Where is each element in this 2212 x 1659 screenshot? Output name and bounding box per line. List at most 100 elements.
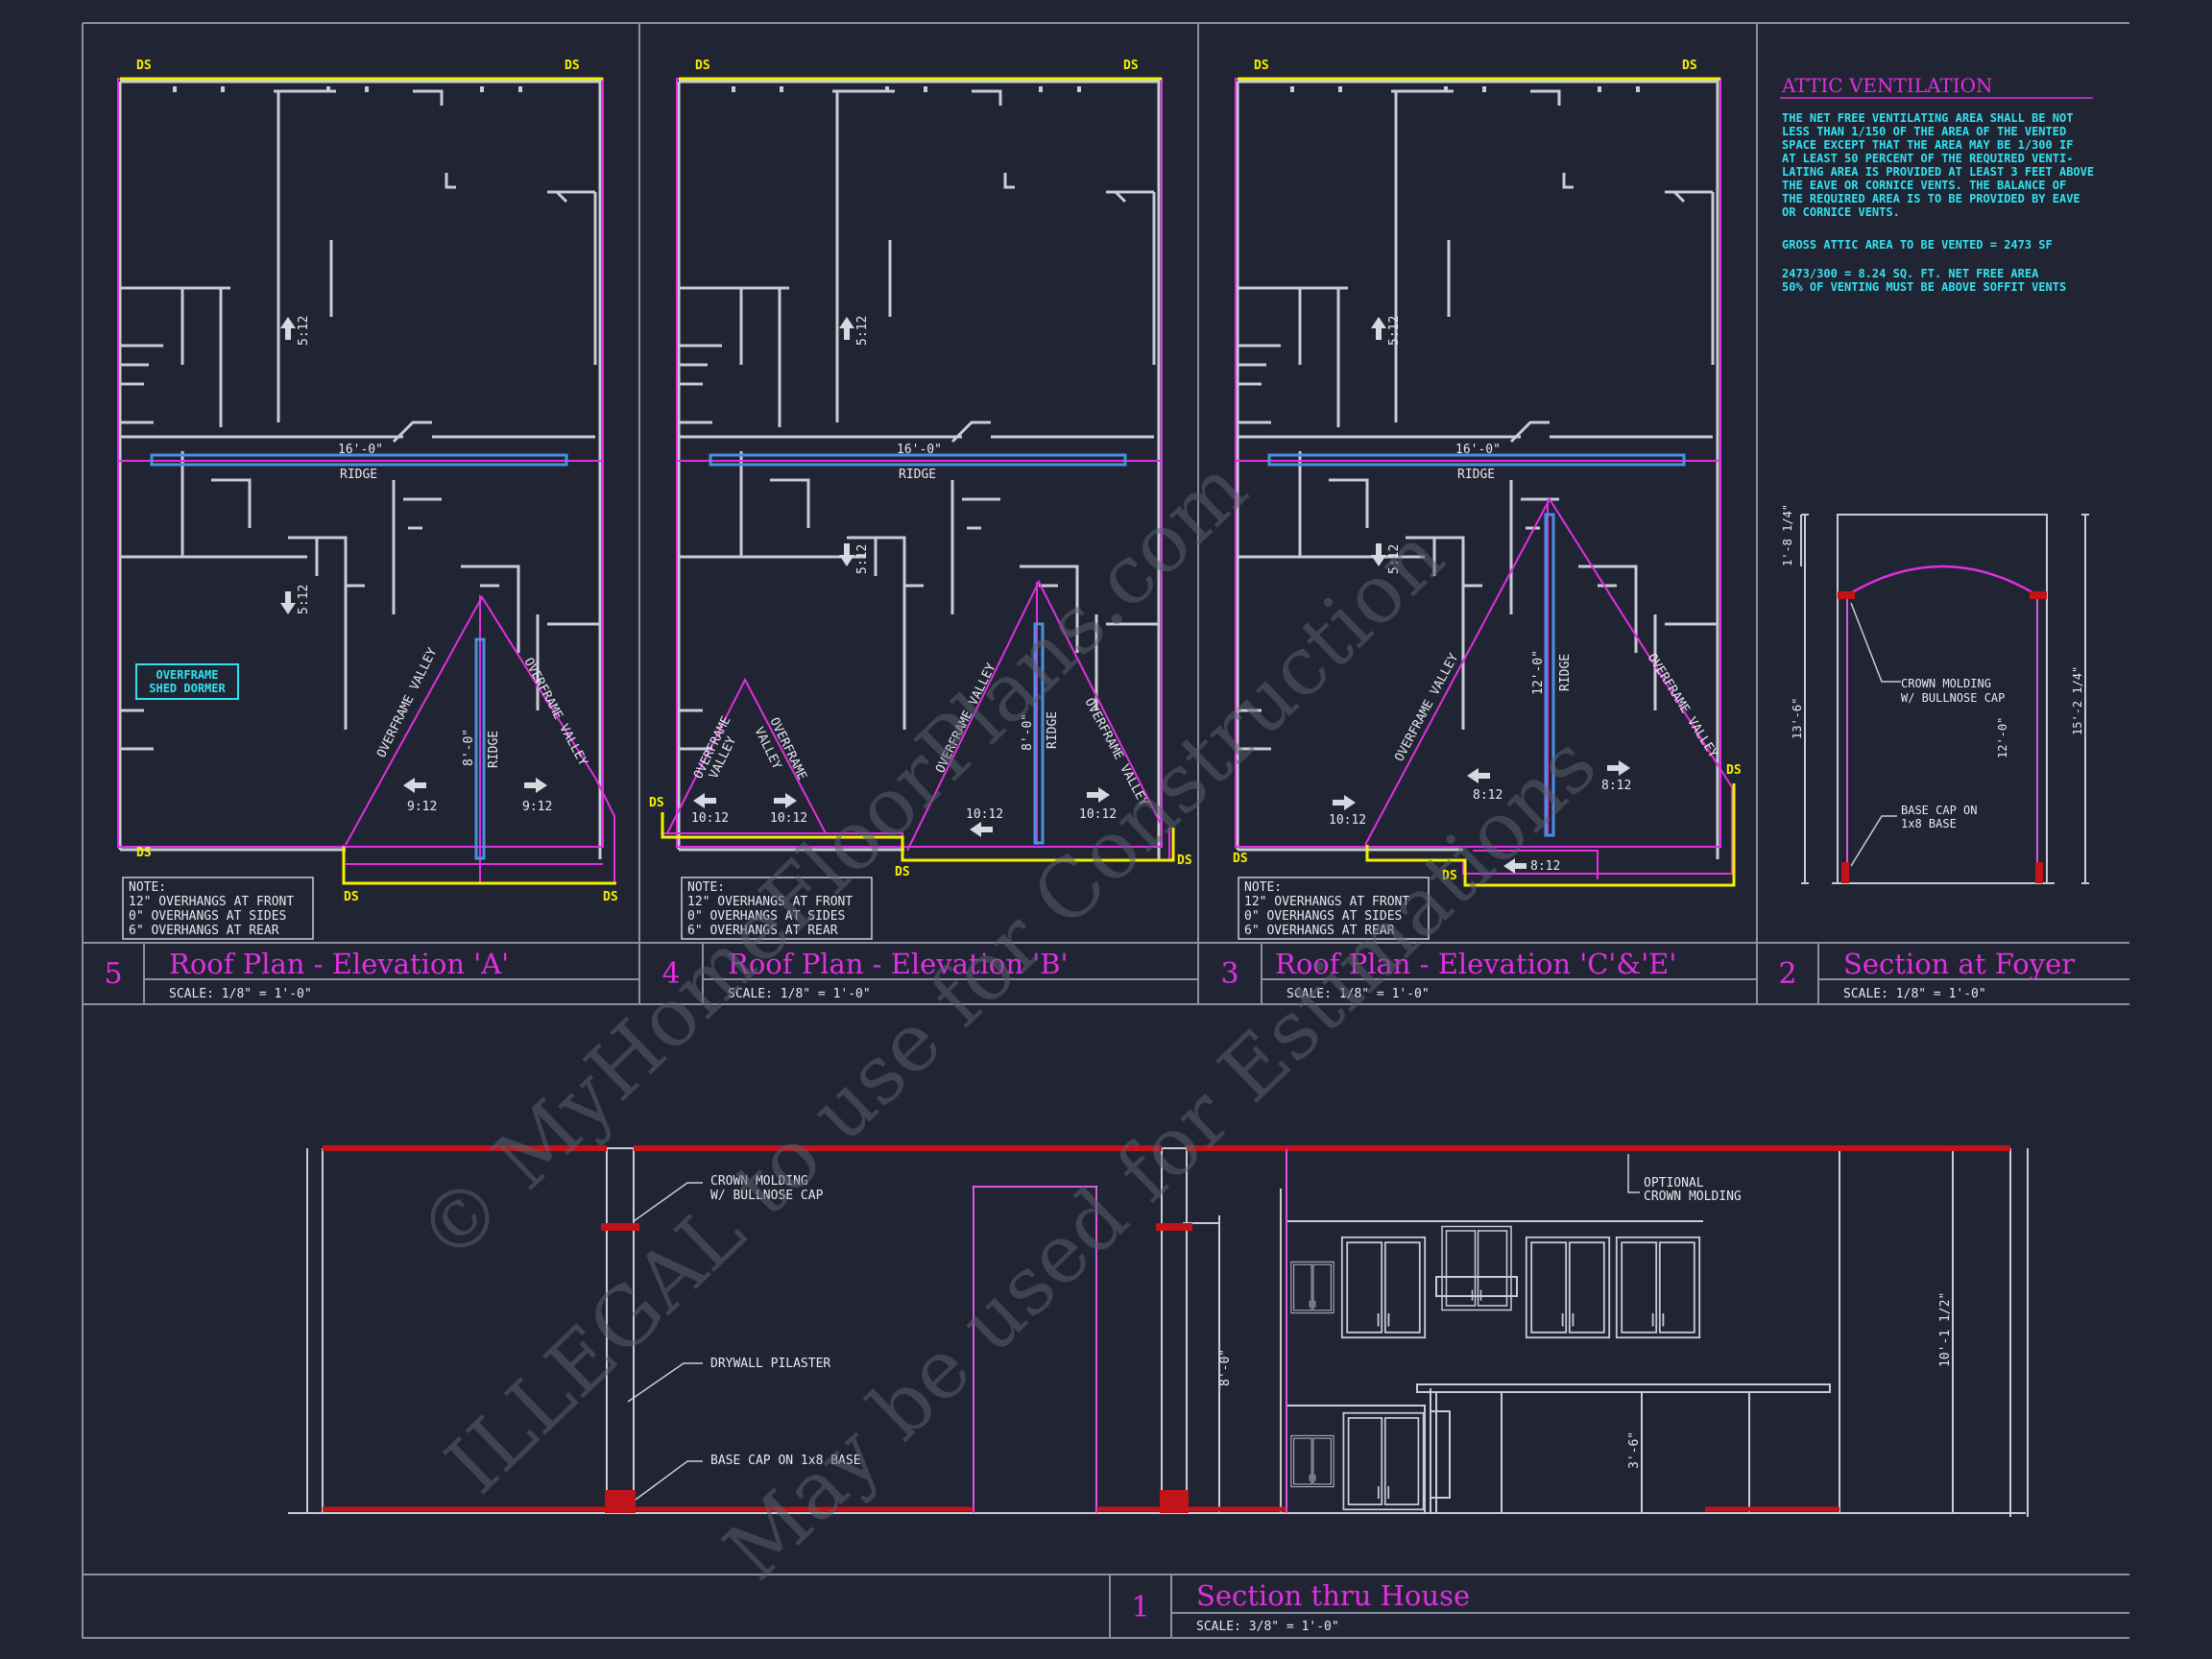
svg-text:NOTE:: NOTE: (687, 880, 725, 895)
svg-text:0" OVERHANGS AT SIDES: 0" OVERHANGS AT SIDES (1244, 909, 1402, 924)
downspout-label: DS (1726, 763, 1742, 778)
svg-text:THE EAVE OR CORNICE VENTS. TH: THE EAVE OR CORNICE VENTS. THE BALANCE O… (1782, 179, 2066, 192)
drawing-scale: SCALE: 1/8" = 1'-0" (1286, 987, 1430, 1001)
downspout-label: DS (565, 59, 580, 73)
attic-heading: ATTIC VENTILATION (1781, 74, 1993, 97)
valley-label: OVERFRAME VALLEY (374, 645, 440, 759)
downspout-label: DS (695, 59, 710, 73)
ridge-dimension: 16'-0" (897, 443, 942, 457)
svg-text:0" OVERHANGS AT SIDES: 0" OVERHANGS AT SIDES (687, 909, 845, 924)
slope-label: 5:12 (855, 544, 870, 574)
pitch-label: 9:12 (522, 800, 552, 814)
pitch-label: 10:12 (770, 811, 807, 826)
slope-label: 5:12 (1387, 316, 1402, 346)
section-at-foyer: CROWN MOLDING W/ BULLNOSE CAP BASE CAP O… (1781, 504, 2089, 884)
crown-molding-note: CROWN MOLDING (1901, 677, 1991, 690)
downspout-label: DS (1254, 59, 1269, 73)
slope-label: 5:12 (855, 316, 870, 346)
overhang-note: NOTE: 12" OVERHANGS AT FRONT 0" OVERHANG… (681, 877, 873, 940)
title-block-2: 2 Section at Foyer SCALE: 1/8" = 1'-0" (1778, 948, 2075, 1001)
crown-molding-note: W/ BULLNOSE CAP (710, 1189, 824, 1203)
dimension-label: 13'-6" (1791, 698, 1804, 739)
dimension-label: 3'-6" (1627, 1431, 1642, 1469)
drawing-title: Section thru House (1196, 1579, 1470, 1612)
downspout-label: DS (1177, 854, 1192, 868)
downspout-label: DS (1233, 852, 1248, 866)
attic-ventilation-notes: ATTIC VENTILATION THE NET FREE VENTILATI… (1780, 74, 2094, 294)
svg-text:2473/300 = 8.24 SQ. FT. NET FR: 2473/300 = 8.24 SQ. FT. NET FREE AREA (1782, 267, 2039, 280)
pitch-label: 9:12 (407, 800, 437, 814)
svg-text:12" OVERHANGS AT FRONT: 12" OVERHANGS AT FRONT (129, 895, 294, 909)
dimension-label: 8'-0" (462, 729, 476, 766)
ridge-dimension: 16'-0" (338, 443, 383, 457)
svg-text:AT LEAST 50 PERCENT OF THE REQ: AT LEAST 50 PERCENT OF THE REQUIRED VENT… (1782, 152, 2073, 165)
svg-text:12" OVERHANGS AT FRONT: 12" OVERHANGS AT FRONT (1244, 895, 1409, 909)
drawing-number: 5 (104, 957, 122, 991)
sheet-frame (82, 22, 2129, 1639)
dimension-label: 12'-0" (1996, 717, 2009, 758)
title-block-1: 1 Section thru House SCALE: 3/8" = 1'-0" (1131, 1579, 1470, 1634)
pilaster-note: DRYWALL PILASTER (710, 1357, 830, 1371)
dimension-label: 8'-0" (1218, 1349, 1233, 1386)
drawing-scale: SCALE: 1/8" = 1'-0" (728, 987, 871, 1001)
valley-label: OVERFRAME VALLEY (1392, 651, 1461, 764)
ridge-label: RIDGE (899, 468, 936, 482)
downspout-label: DS (649, 796, 664, 810)
crown-molding-note: CROWN MOLDING (710, 1174, 808, 1189)
downspout-label: DS (603, 890, 618, 904)
drawing-number: 3 (1220, 957, 1238, 991)
pitch-label: 10:12 (966, 807, 1003, 822)
svg-text:SPACE EXCEPT THAT THE AREA MAY: SPACE EXCEPT THAT THE AREA MAY BE 1/300 … (1782, 138, 2073, 152)
roof-plan-elevation-a: DS DS DS DS DS 16'-0" RIDGE 5:12 5:12 OV… (117, 59, 618, 940)
svg-text:OR CORNICE VENTS.: OR CORNICE VENTS. (1782, 205, 1900, 219)
dimension-label: 8'-0" (1021, 713, 1035, 751)
svg-text:6" OVERHANGS AT REAR: 6" OVERHANGS AT REAR (1244, 924, 1395, 938)
svg-text:SHED DORMER: SHED DORMER (149, 682, 226, 695)
overhang-note: NOTE: 12" OVERHANGS AT FRONT 0" OVERHANG… (1238, 877, 1430, 940)
downspout-label: DS (895, 865, 910, 879)
drawing-scale: SCALE: 1/8" = 1'-0" (169, 987, 312, 1001)
optional-crown-note: OPTIONAL (1644, 1176, 1704, 1190)
dimension-label: 10'-1 1/2" (1938, 1292, 1953, 1367)
dimension-label: 12'-0" (1531, 650, 1546, 695)
title-block-3: 3 Roof Plan - Elevation 'C'&'E' SCALE: 1… (1220, 948, 1676, 1001)
title-block-5: 5 Roof Plan - Elevation 'A' SCALE: 1/8" … (104, 948, 509, 1001)
dimension-label: 15'-2 1/4" (2071, 666, 2084, 735)
ridge-label: RIDGE (1046, 711, 1060, 749)
drawing-scale: SCALE: 1/8" = 1'-0" (1843, 987, 1986, 1001)
drawing-title: Roof Plan - Elevation 'C'&'E' (1275, 948, 1676, 980)
pitch-label: 8:12 (1473, 788, 1503, 803)
ridge-label: RIDGE (340, 468, 377, 482)
pitch-label: 8:12 (1530, 859, 1560, 874)
ridge-dimension: 16'-0" (1455, 443, 1501, 457)
svg-text:12" OVERHANGS AT FRONT: 12" OVERHANGS AT FRONT (687, 895, 853, 909)
drawing-number: 2 (1778, 957, 1796, 991)
section-thru-house: CROWN MOLDING W/ BULLNOSE CAP DRYWALL PI… (288, 1145, 2029, 1517)
slope-label: 5:12 (1387, 544, 1402, 574)
crown-molding-note: W/ BULLNOSE CAP (1901, 691, 2005, 705)
downspout-label: DS (1442, 869, 1457, 883)
downspout-label: DS (1682, 59, 1697, 73)
svg-text:OVERFRAME: OVERFRAME (156, 668, 218, 682)
svg-text:6" OVERHANGS AT REAR: 6" OVERHANGS AT REAR (687, 924, 838, 938)
valley-label: OVERFRAME VALLEY (520, 656, 589, 769)
svg-text:THE REQUIRED AREA IS TO BE PRO: THE REQUIRED AREA IS TO BE PROVIDED BY E… (1782, 192, 2080, 205)
base-cap-note: BASE CAP ON (1901, 804, 1977, 817)
drawing-number: 4 (661, 957, 680, 991)
svg-text:NOTE:: NOTE: (1244, 880, 1282, 895)
slope-label: 5:12 (297, 316, 311, 346)
svg-text:LESS THAN 1/150 OF THE AREA OF: LESS THAN 1/150 OF THE AREA OF THE VENTE… (1782, 125, 2066, 138)
base-cap-note: BASE CAP ON 1x8 BASE (710, 1454, 861, 1468)
drawing-scale: SCALE: 3/8" = 1'-0" (1196, 1620, 1339, 1634)
drawing-number: 1 (1131, 1591, 1149, 1624)
shed-dormer-callout: OVERFRAME SHED DORMER (135, 663, 239, 700)
svg-text:LATING AREA IS PROVIDED AT LEA: LATING AREA IS PROVIDED AT LEAST 3 FEET … (1782, 165, 2094, 179)
ridge-label: RIDGE (487, 731, 501, 768)
optional-crown-note: CROWN MOLDING (1644, 1190, 1742, 1204)
downspout-label: DS (136, 59, 152, 73)
svg-text:THE NET FREE VENTILATING AREA: THE NET FREE VENTILATING AREA SHALL BE N… (1782, 111, 2073, 125)
svg-text:0" OVERHANGS AT SIDES: 0" OVERHANGS AT SIDES (129, 909, 286, 924)
ridge-label: RIDGE (1457, 468, 1495, 482)
svg-text:50% OF VENTING MUST BE ABOVE S: 50% OF VENTING MUST BE ABOVE SOFFIT VENT… (1782, 280, 2066, 294)
pitch-label: 8:12 (1601, 779, 1631, 793)
